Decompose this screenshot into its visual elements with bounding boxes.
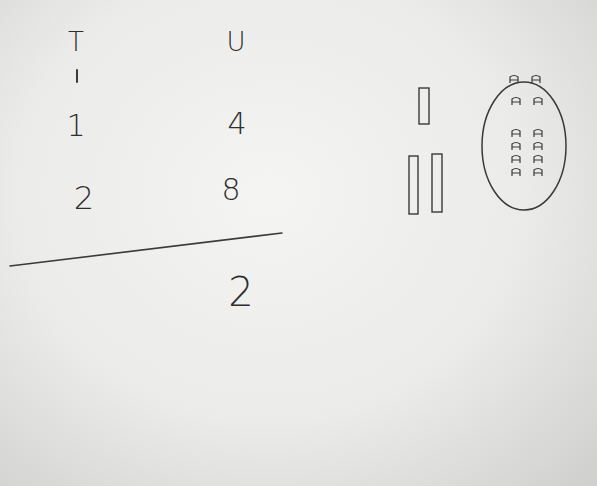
unit-cube bbox=[534, 156, 542, 164]
digit: 2 bbox=[74, 182, 94, 214]
unit-cube bbox=[512, 98, 520, 106]
unit-cube bbox=[534, 143, 542, 151]
unit-cube bbox=[534, 98, 542, 106]
unit-cube bbox=[512, 156, 520, 164]
carry-tick bbox=[76, 70, 78, 82]
ten-rod bbox=[432, 154, 442, 212]
digit: 4 bbox=[227, 109, 246, 139]
grouping-loop bbox=[482, 82, 566, 210]
sum-digit: 2 bbox=[228, 272, 253, 312]
unit-cube bbox=[532, 76, 540, 84]
digit: 1 bbox=[66, 111, 85, 141]
unit-cube bbox=[510, 76, 518, 84]
ten-rod bbox=[409, 156, 418, 214]
unit-cube bbox=[512, 143, 520, 151]
unit-cubes bbox=[510, 76, 542, 177]
unit-cube bbox=[512, 169, 520, 177]
digit: 8 bbox=[221, 175, 240, 205]
sum-line bbox=[10, 233, 282, 266]
column-header: T bbox=[68, 29, 84, 55]
unit-cube bbox=[512, 130, 520, 138]
unit-cube bbox=[534, 169, 542, 177]
ten-rod bbox=[419, 88, 429, 124]
unit-cube bbox=[534, 130, 542, 138]
column-header: U bbox=[226, 29, 245, 55]
